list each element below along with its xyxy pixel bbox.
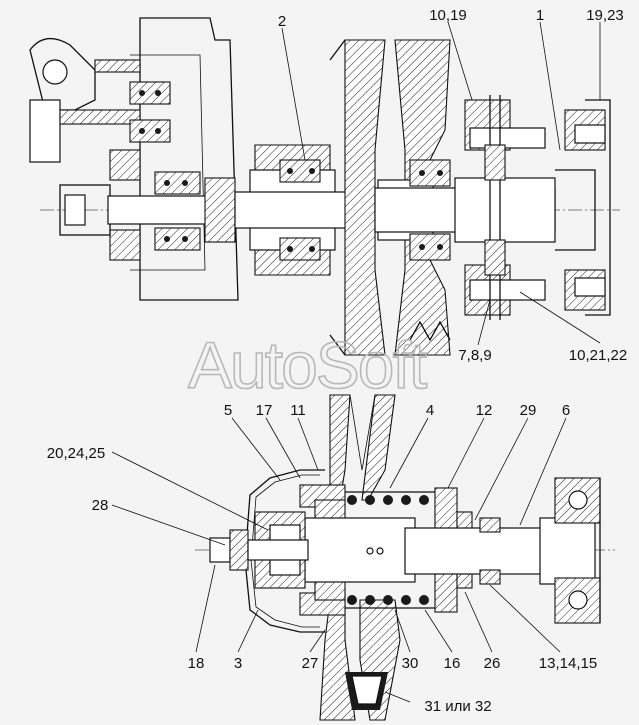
- hub-part-2: [234, 144, 376, 276]
- spring: [345, 491, 445, 609]
- gearbox-housing: [29, 17, 259, 301]
- callout-10-21-22: 10,21,22: [569, 347, 627, 364]
- lower-assembly-view: 5 17 11 4 12 29 6 20,24,25 28 18 3 27 30…: [47, 394, 615, 721]
- lower-leaders: [111, 417, 567, 703]
- callout-30: 30: [402, 655, 419, 672]
- callout-5: 5: [224, 402, 232, 419]
- callout-27: 27: [302, 655, 319, 672]
- upper-assembly-view: 2 10,19 1 19,23 7,8,9 10,21,22: [29, 7, 627, 364]
- collar-and-shaft: [404, 477, 601, 624]
- callout-13-14-15: 13,14,15: [539, 655, 597, 672]
- callout-12: 12: [476, 402, 493, 419]
- callout-31-32: 31 или 32: [424, 698, 491, 715]
- callout-1: 1: [536, 7, 544, 24]
- callout-10-19: 10,19: [429, 7, 467, 24]
- callout-20-24-25: 20,24,25: [47, 445, 105, 462]
- callout-19-23: 19,23: [586, 7, 624, 24]
- callout-4: 4: [426, 402, 434, 419]
- callout-2: 2: [278, 13, 286, 30]
- bolt-assembly: [209, 529, 309, 571]
- callout-28: 28: [92, 497, 109, 514]
- callout-16: 16: [444, 655, 461, 672]
- lower-pulley: [319, 394, 401, 721]
- upper-leaders: [281, 21, 601, 346]
- callout-17: 17: [256, 402, 273, 419]
- callout-18: 18: [188, 655, 205, 672]
- callout-29: 29: [520, 402, 537, 419]
- output-shaft: [374, 95, 611, 320]
- callout-11: 11: [290, 402, 306, 419]
- callout-7-8-9: 7,8,9: [458, 347, 491, 364]
- callout-26: 26: [484, 655, 501, 672]
- callout-3: 3: [234, 655, 242, 672]
- watermark-text: AutoSoft: [188, 328, 427, 402]
- callout-6: 6: [562, 402, 570, 419]
